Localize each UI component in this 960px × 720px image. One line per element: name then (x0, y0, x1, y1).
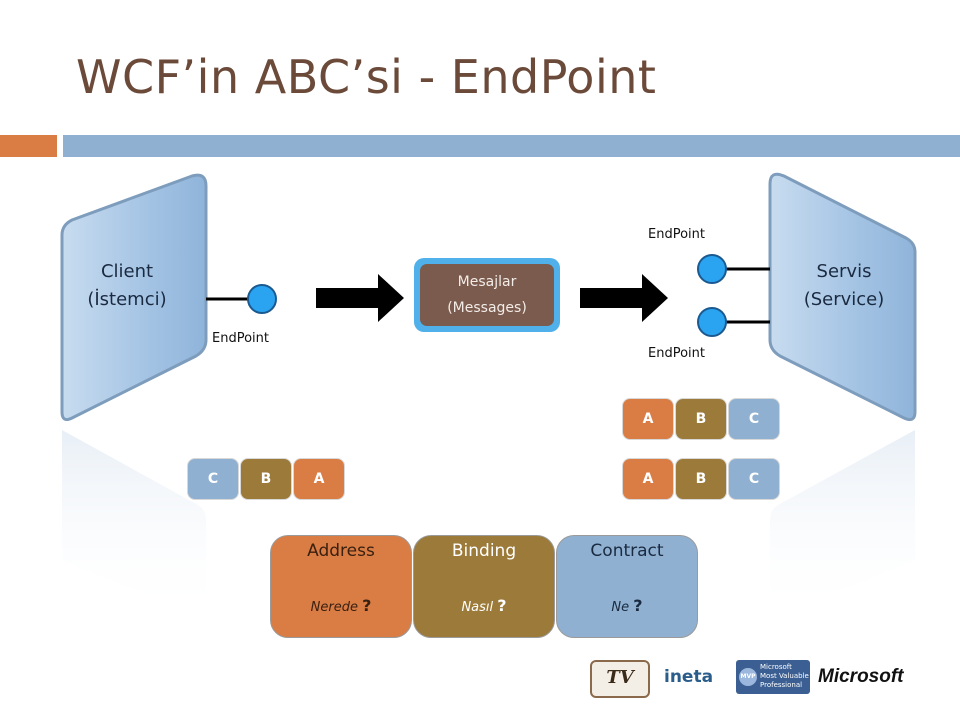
service-endpoint-label-2: EndPoint (648, 346, 705, 361)
service-row1-box-a: A (622, 398, 674, 440)
mvp-line3: Professional (760, 681, 803, 689)
accent-bar-orange (0, 135, 57, 157)
address-box: Address Nerede ? (270, 535, 412, 638)
contract-heading: Contract (590, 541, 664, 561)
microsoft-logo: Microsoft (818, 660, 928, 694)
service-panel-reflection (770, 430, 915, 620)
service-endpoint-dot-2 (697, 307, 727, 337)
service-label-line1: Servis (816, 261, 872, 282)
arrow-right-2 (580, 274, 668, 322)
service-row2-box-c: C (728, 458, 780, 500)
microsoft-logo-text: Microsoft (818, 666, 904, 687)
client-label-line2: (İstemci) (87, 289, 167, 310)
messages-line2: (Messages) (447, 300, 527, 316)
address-heading: Address (307, 541, 375, 561)
service-label: Servis (Service) (794, 258, 894, 314)
service-row2-box-b: B (675, 458, 727, 500)
accent-bar-blue (63, 135, 960, 157)
contract-question: Ne ? (611, 596, 643, 615)
mvp-line2: Most Valuable (760, 672, 809, 680)
client-endpoint-dot (247, 284, 277, 314)
client-panel (60, 173, 208, 421)
messages-line1: Mesajlar (457, 274, 517, 290)
service-row2-box-a: A (622, 458, 674, 500)
service-endpoint-dot-1 (697, 254, 727, 284)
client-panel-reflection (62, 430, 206, 620)
mvp-line1: Microsoft (760, 663, 792, 671)
binding-question: Nasıl ? (461, 596, 507, 615)
arrow-right-1 (316, 274, 404, 322)
messages-box: Mesajlar (Messages) (414, 258, 560, 332)
contract-box: Contract Ne ? (556, 535, 698, 638)
page-title: WCF’in ABC’si - EndPoint (76, 50, 657, 104)
mvp-badge-icon: MVP (739, 668, 757, 686)
binding-heading: Binding (451, 541, 517, 561)
client-label-line1: Client (100, 261, 154, 282)
ineta-logo-text: ineta (664, 667, 714, 687)
client-box-a: A (293, 458, 345, 500)
nedirtv-logo-text: TV (606, 667, 634, 688)
nedirtv-logo: TV (590, 660, 650, 698)
service-row1-box-c: C (728, 398, 780, 440)
service-panel (768, 172, 917, 421)
service-endpoint-label-1: EndPoint (648, 227, 705, 242)
client-endpoint-label: EndPoint (212, 331, 269, 346)
client-box-c: C (187, 458, 239, 500)
binding-box: Binding Nasıl ? (413, 535, 555, 638)
client-box-b: B (240, 458, 292, 500)
service-label-line2: (Service) (803, 289, 885, 310)
ineta-logo: ineta (664, 660, 720, 694)
mvp-logo: MVP Microsoft Most Valuable Professional (736, 660, 810, 694)
service-row1-box-b: B (675, 398, 727, 440)
client-label: Client (İstemci) (82, 258, 172, 314)
address-question: Nerede ? (310, 596, 372, 615)
